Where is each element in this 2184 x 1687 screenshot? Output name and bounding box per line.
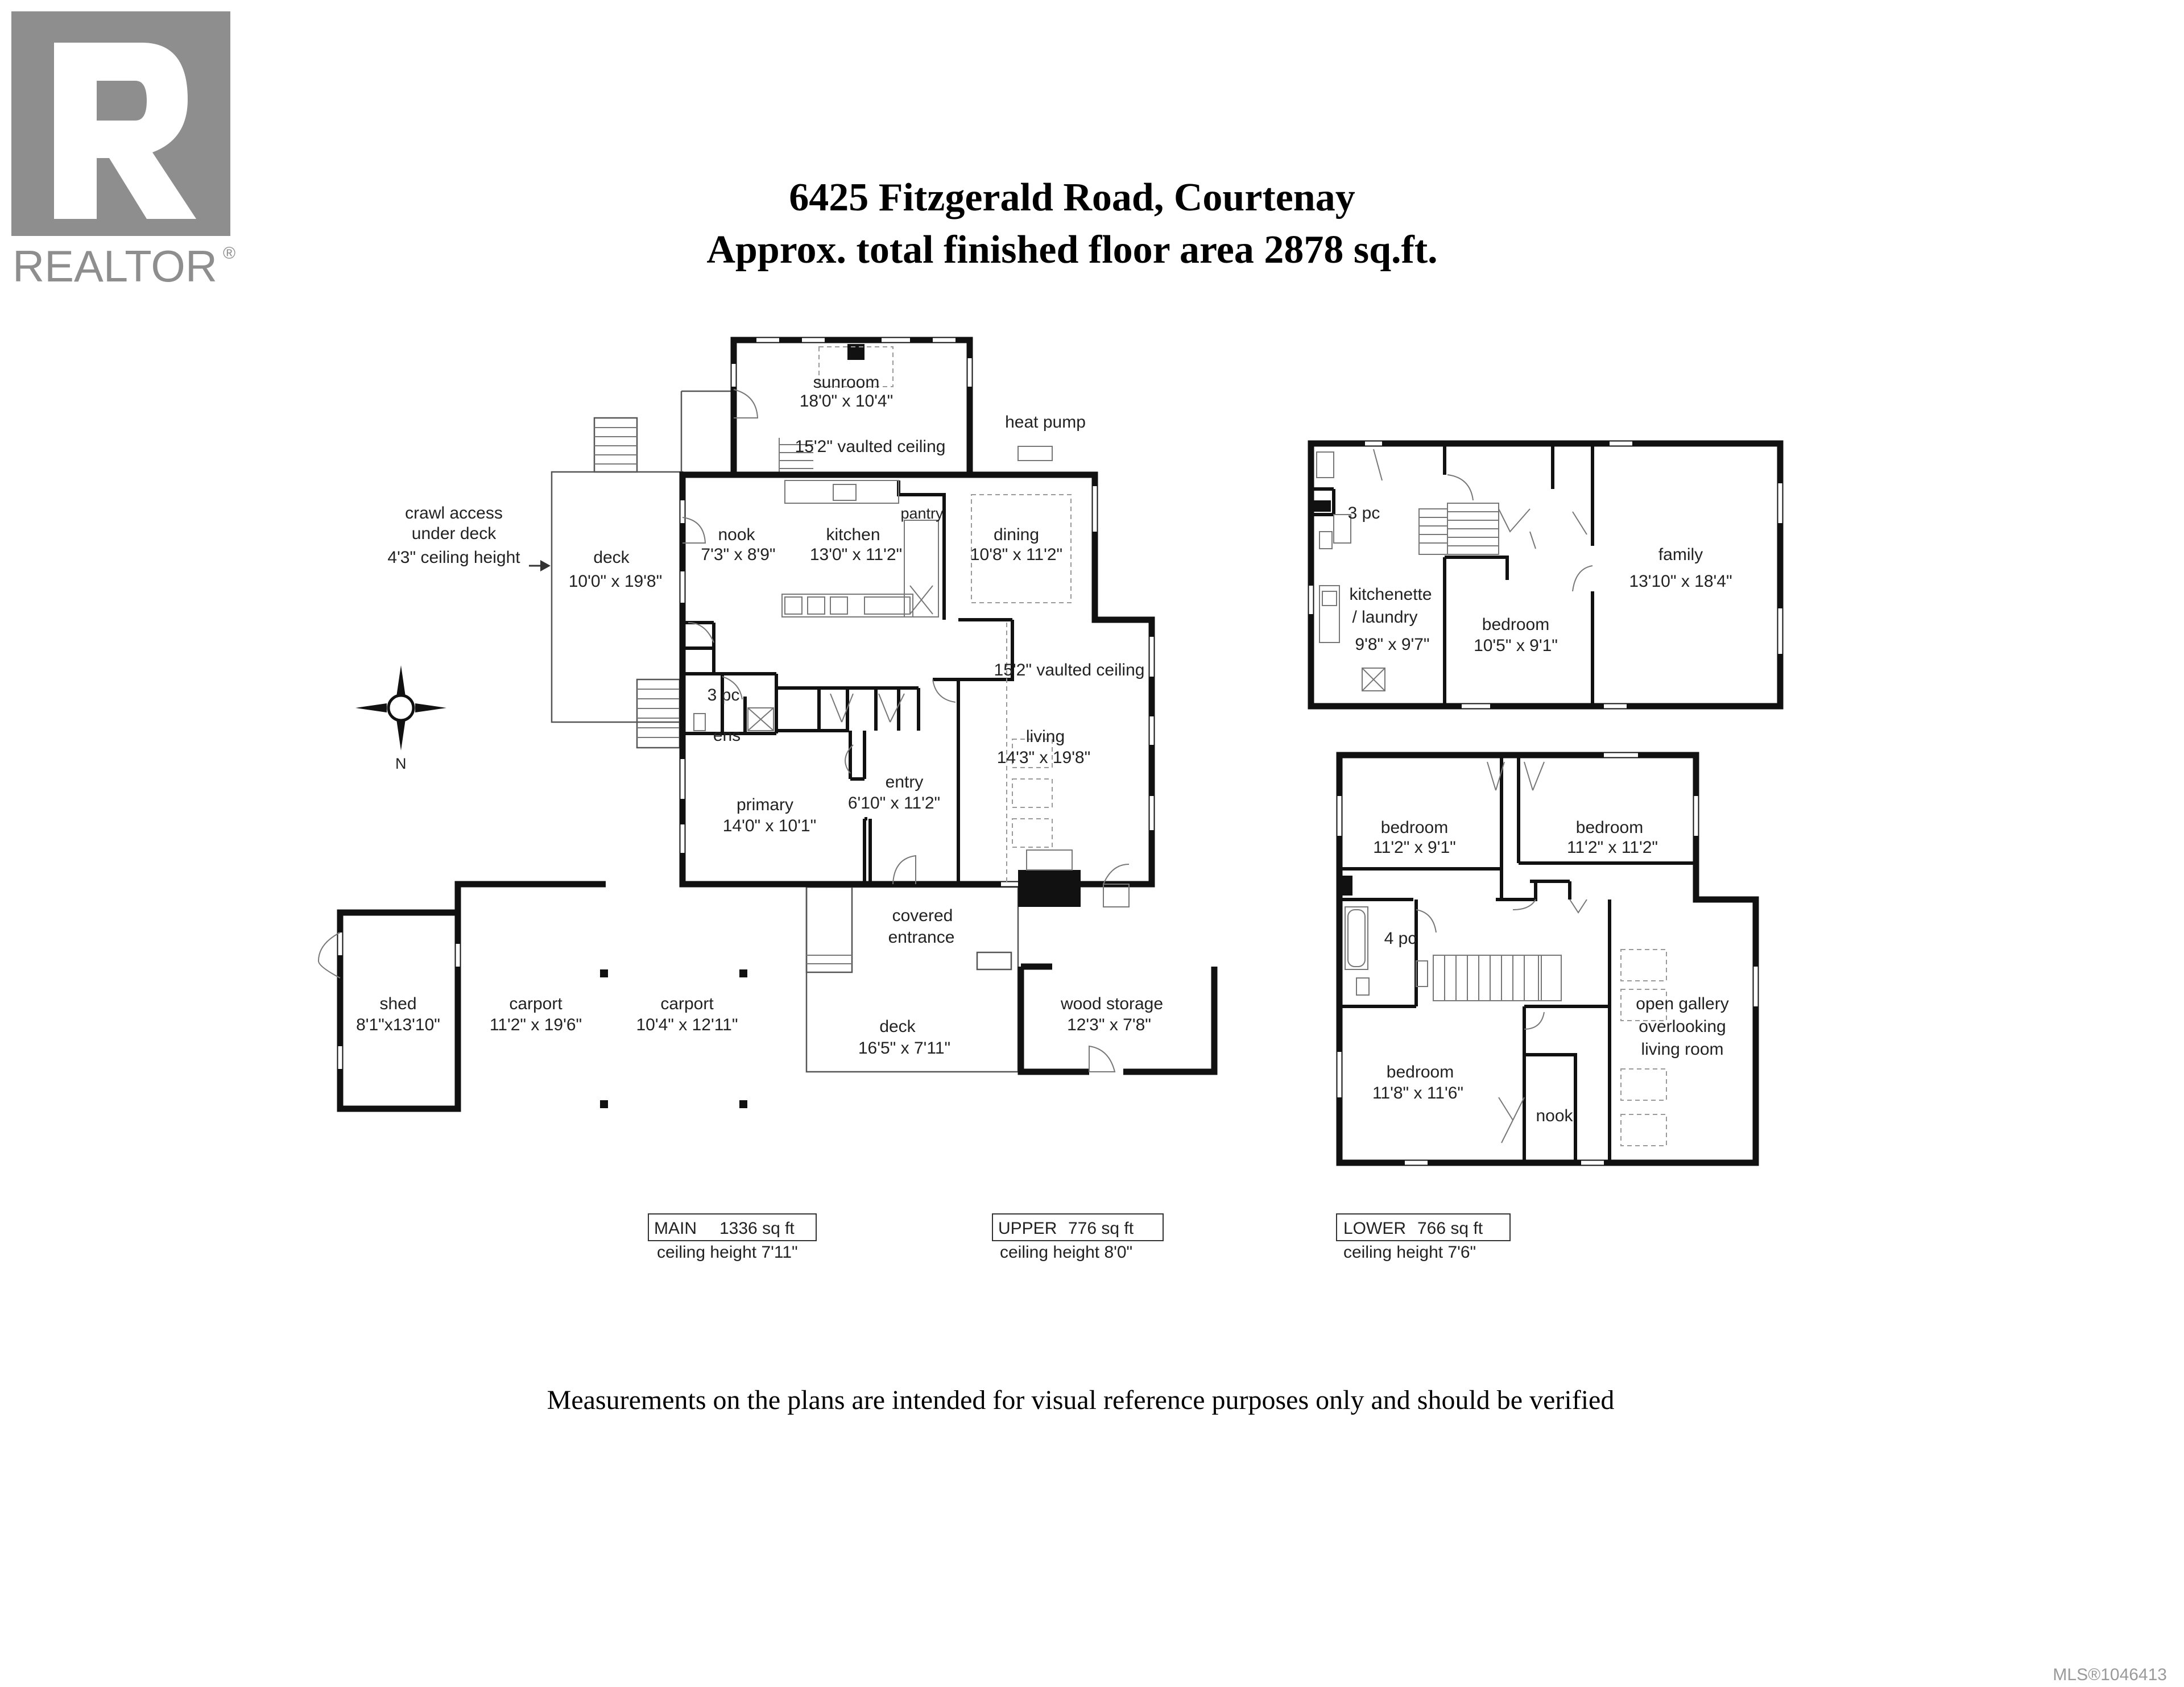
deck-south-label: deck xyxy=(879,1017,916,1036)
compass-n-label: N xyxy=(395,755,407,772)
main-floor-plan: N xyxy=(318,337,1218,1112)
upper-floor-labels: 3 pc kitchenette / laundry 9'8" x 9'7" b… xyxy=(1348,504,1732,655)
heat-pump-label: heat pump xyxy=(1005,413,1086,432)
wood-storage-label: wood storage xyxy=(1060,994,1163,1013)
shed-dims: 8'1"x13'10" xyxy=(356,1015,440,1034)
lower-nook-label: nook xyxy=(1536,1106,1573,1125)
legend-main-ceiling: ceiling height 7'11" xyxy=(657,1243,798,1262)
title-address: 6425 Fitzgerald Road, Courtenay xyxy=(789,176,1355,219)
gallery-label-1: open gallery xyxy=(1636,994,1728,1013)
main-house-walls xyxy=(679,471,1155,888)
carport-2-dims: 10'4" x 12'11" xyxy=(636,1015,738,1034)
carport-1-dims: 11'2" x 19'6" xyxy=(490,1015,582,1034)
family-dims: 13'10" x 18'4" xyxy=(1629,572,1732,591)
legend-upper-ceiling: ceiling height 8'0" xyxy=(1000,1243,1132,1262)
legend-lower-label: LOWER xyxy=(1343,1219,1406,1238)
realtor-wordmark: REALTOR xyxy=(13,241,217,291)
legend-main-label: MAIN xyxy=(654,1219,697,1238)
legend-main: MAIN 1336 sq ft ceiling height 7'11" xyxy=(648,1213,817,1262)
carport-1-label: carport xyxy=(509,994,562,1013)
shed-walls xyxy=(337,881,606,1112)
wood-storage-dims: 12'3" x 7'8" xyxy=(1067,1015,1151,1034)
living-ceiling: 15'2" vaulted ceiling xyxy=(994,661,1145,679)
living-label: living xyxy=(1026,727,1065,746)
legend-upper: UPPER 776 sq ft ceiling height 8'0" xyxy=(992,1213,1164,1262)
heat-pump-unit xyxy=(1017,446,1053,461)
mls-number: MLS®1046413 xyxy=(2053,1665,2167,1684)
carport-posts xyxy=(600,969,747,1108)
crawl-note-1: crawl access xyxy=(405,504,503,523)
upper-floor-plan xyxy=(1308,440,1784,710)
living-dims: 14'3" x 19'8" xyxy=(997,748,1091,767)
deck-west-outline xyxy=(551,471,684,723)
wood-storage-walls xyxy=(1017,963,1218,1075)
sunroom-ceiling: 15'2" vaulted ceiling xyxy=(795,437,946,456)
lower-floor-labels: bedroom 11'2" x 9'1" bedroom 11'2" x 11'… xyxy=(1372,818,1729,1125)
lower-floor-plan xyxy=(1336,752,1759,1166)
kitchenette-dims: 9'8" x 9'7" xyxy=(1355,635,1429,654)
compass-rose-icon: N xyxy=(355,665,446,772)
deck-stairs-north xyxy=(593,417,638,473)
lower-bedroom-3-label: bedroom xyxy=(1387,1063,1454,1081)
lower-bedroom-3-dims: 11'8" x 11'6" xyxy=(1372,1084,1463,1102)
legend-upper-label: UPPER xyxy=(998,1219,1057,1238)
sunroom-dims: 18'0" x 10'4" xyxy=(800,392,894,411)
family-label: family xyxy=(1658,545,1703,564)
deck-west-label: deck xyxy=(593,548,630,567)
nook-label: nook xyxy=(718,525,755,544)
lower-bedroom-2-dims: 11'2" x 11'2" xyxy=(1567,838,1658,857)
lower-bedroom-2-label: bedroom xyxy=(1576,818,1643,837)
lower-bath-label: 4 pc xyxy=(1384,929,1417,948)
gallery-label-2: overlooking xyxy=(1639,1017,1726,1036)
upper-floor-walls xyxy=(1308,440,1784,710)
registered-mark: ® xyxy=(223,244,235,263)
ensuite-label-2: ens xyxy=(713,726,741,745)
kitchenette-label-2: / laundry xyxy=(1352,608,1417,627)
legend-lower: LOWER 766 sq ft ceiling height 7'6" xyxy=(1336,1213,1511,1262)
deck-stairs-west xyxy=(636,678,681,749)
upper-bedroom-label: bedroom xyxy=(1482,615,1549,634)
crawl-note-2: under deck xyxy=(412,524,497,543)
primary-label: primary xyxy=(737,795,793,814)
deck-south-dims: 16'5" x 7'11" xyxy=(858,1039,950,1058)
dining-label: dining xyxy=(994,525,1039,544)
entry-label: entry xyxy=(886,773,924,791)
shed-label: shed xyxy=(379,994,416,1013)
lower-bedroom-1-dims: 11'2" x 9'1" xyxy=(1373,838,1456,857)
main-floor-labels: sunroom 18'0" x 10'4" 15'2" vaulted ceil… xyxy=(356,373,1163,1058)
entry-dims: 6'10" x 11'2" xyxy=(848,794,940,813)
upper-bath-label: 3 pc xyxy=(1348,504,1380,523)
dining-dims: 10'8" x 11'2" xyxy=(970,545,1062,564)
nook-dims: 7'3" x 8'9" xyxy=(701,545,775,564)
lower-floor-walls xyxy=(1336,752,1759,1166)
realtor-logo[interactable]: REALTOR ® xyxy=(11,11,235,291)
kitchen-label: kitchen xyxy=(826,525,880,544)
primary-dims: 14'0" x 10'1" xyxy=(723,816,817,835)
lower-bedroom-1-label: bedroom xyxy=(1381,818,1448,837)
legend-lower-area: 766 sq ft xyxy=(1417,1219,1483,1238)
disclaimer: Measurements on the plans are intended f… xyxy=(547,1385,1615,1415)
upper-bedroom-dims: 10'5" x 9'1" xyxy=(1474,636,1558,655)
gallery-label-3: living room xyxy=(1641,1040,1723,1059)
title-area: Approx. total finished floor area 2878 s… xyxy=(706,228,1437,272)
carport-2-label: carport xyxy=(660,994,714,1013)
pantry-label: pantry xyxy=(900,505,944,522)
legend-upper-area: 776 sq ft xyxy=(1068,1219,1134,1238)
deck-west-dims: 10'0" x 19'8" xyxy=(569,572,663,591)
kitchen-dims: 13'0" x 11'2" xyxy=(810,545,902,564)
covered-entrance-1: covered xyxy=(892,906,953,925)
sunroom-label: sunroom xyxy=(813,373,880,392)
covered-entrance-2: entrance xyxy=(888,928,955,947)
legend-lower-ceiling: ceiling height 7'6" xyxy=(1343,1243,1476,1262)
legend-main-area: 1336 sq ft xyxy=(719,1219,795,1238)
crawl-note-3: 4'3" ceiling height xyxy=(387,548,520,567)
ensuite-label-1: 3 pc xyxy=(708,686,740,704)
kitchenette-label-1: kitchenette xyxy=(1349,585,1432,604)
